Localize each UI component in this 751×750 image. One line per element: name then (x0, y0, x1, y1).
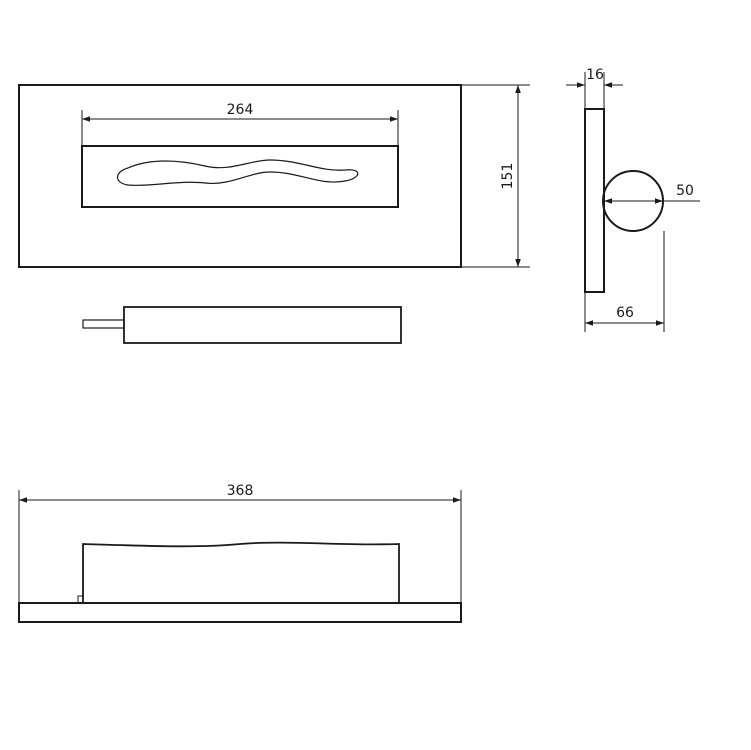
wave-slot (116, 159, 359, 186)
side-depth-label: 66 (616, 305, 634, 321)
dimension-side-thickness: 16 (566, 67, 623, 109)
height-label: 151 (500, 163, 516, 190)
front-inner-opening (81, 145, 399, 208)
top-handle-rod (82, 319, 125, 329)
side-plate (584, 108, 605, 293)
dimension-bottom-width: 368 (18, 483, 462, 603)
top-body (123, 306, 402, 344)
dimension-knob-diameter: 50 (604, 183, 700, 204)
dimension-side-depth: 66 (584, 231, 665, 332)
side-thickness-label: 16 (586, 67, 604, 83)
knob-diameter-label: 50 (676, 183, 694, 199)
bottom-body (82, 541, 400, 603)
bottom-small-tab (77, 595, 84, 604)
front-view (18, 84, 462, 268)
bottom-view (18, 541, 462, 623)
dimension-height: 151 (461, 84, 530, 268)
front-width-label: 264 (227, 102, 254, 118)
top-view (82, 306, 402, 344)
dimension-front-width: 264 (81, 102, 399, 146)
bottom-width-label: 368 (227, 483, 254, 499)
bottom-base-plate (18, 602, 462, 623)
front-outer-plate (18, 84, 462, 268)
